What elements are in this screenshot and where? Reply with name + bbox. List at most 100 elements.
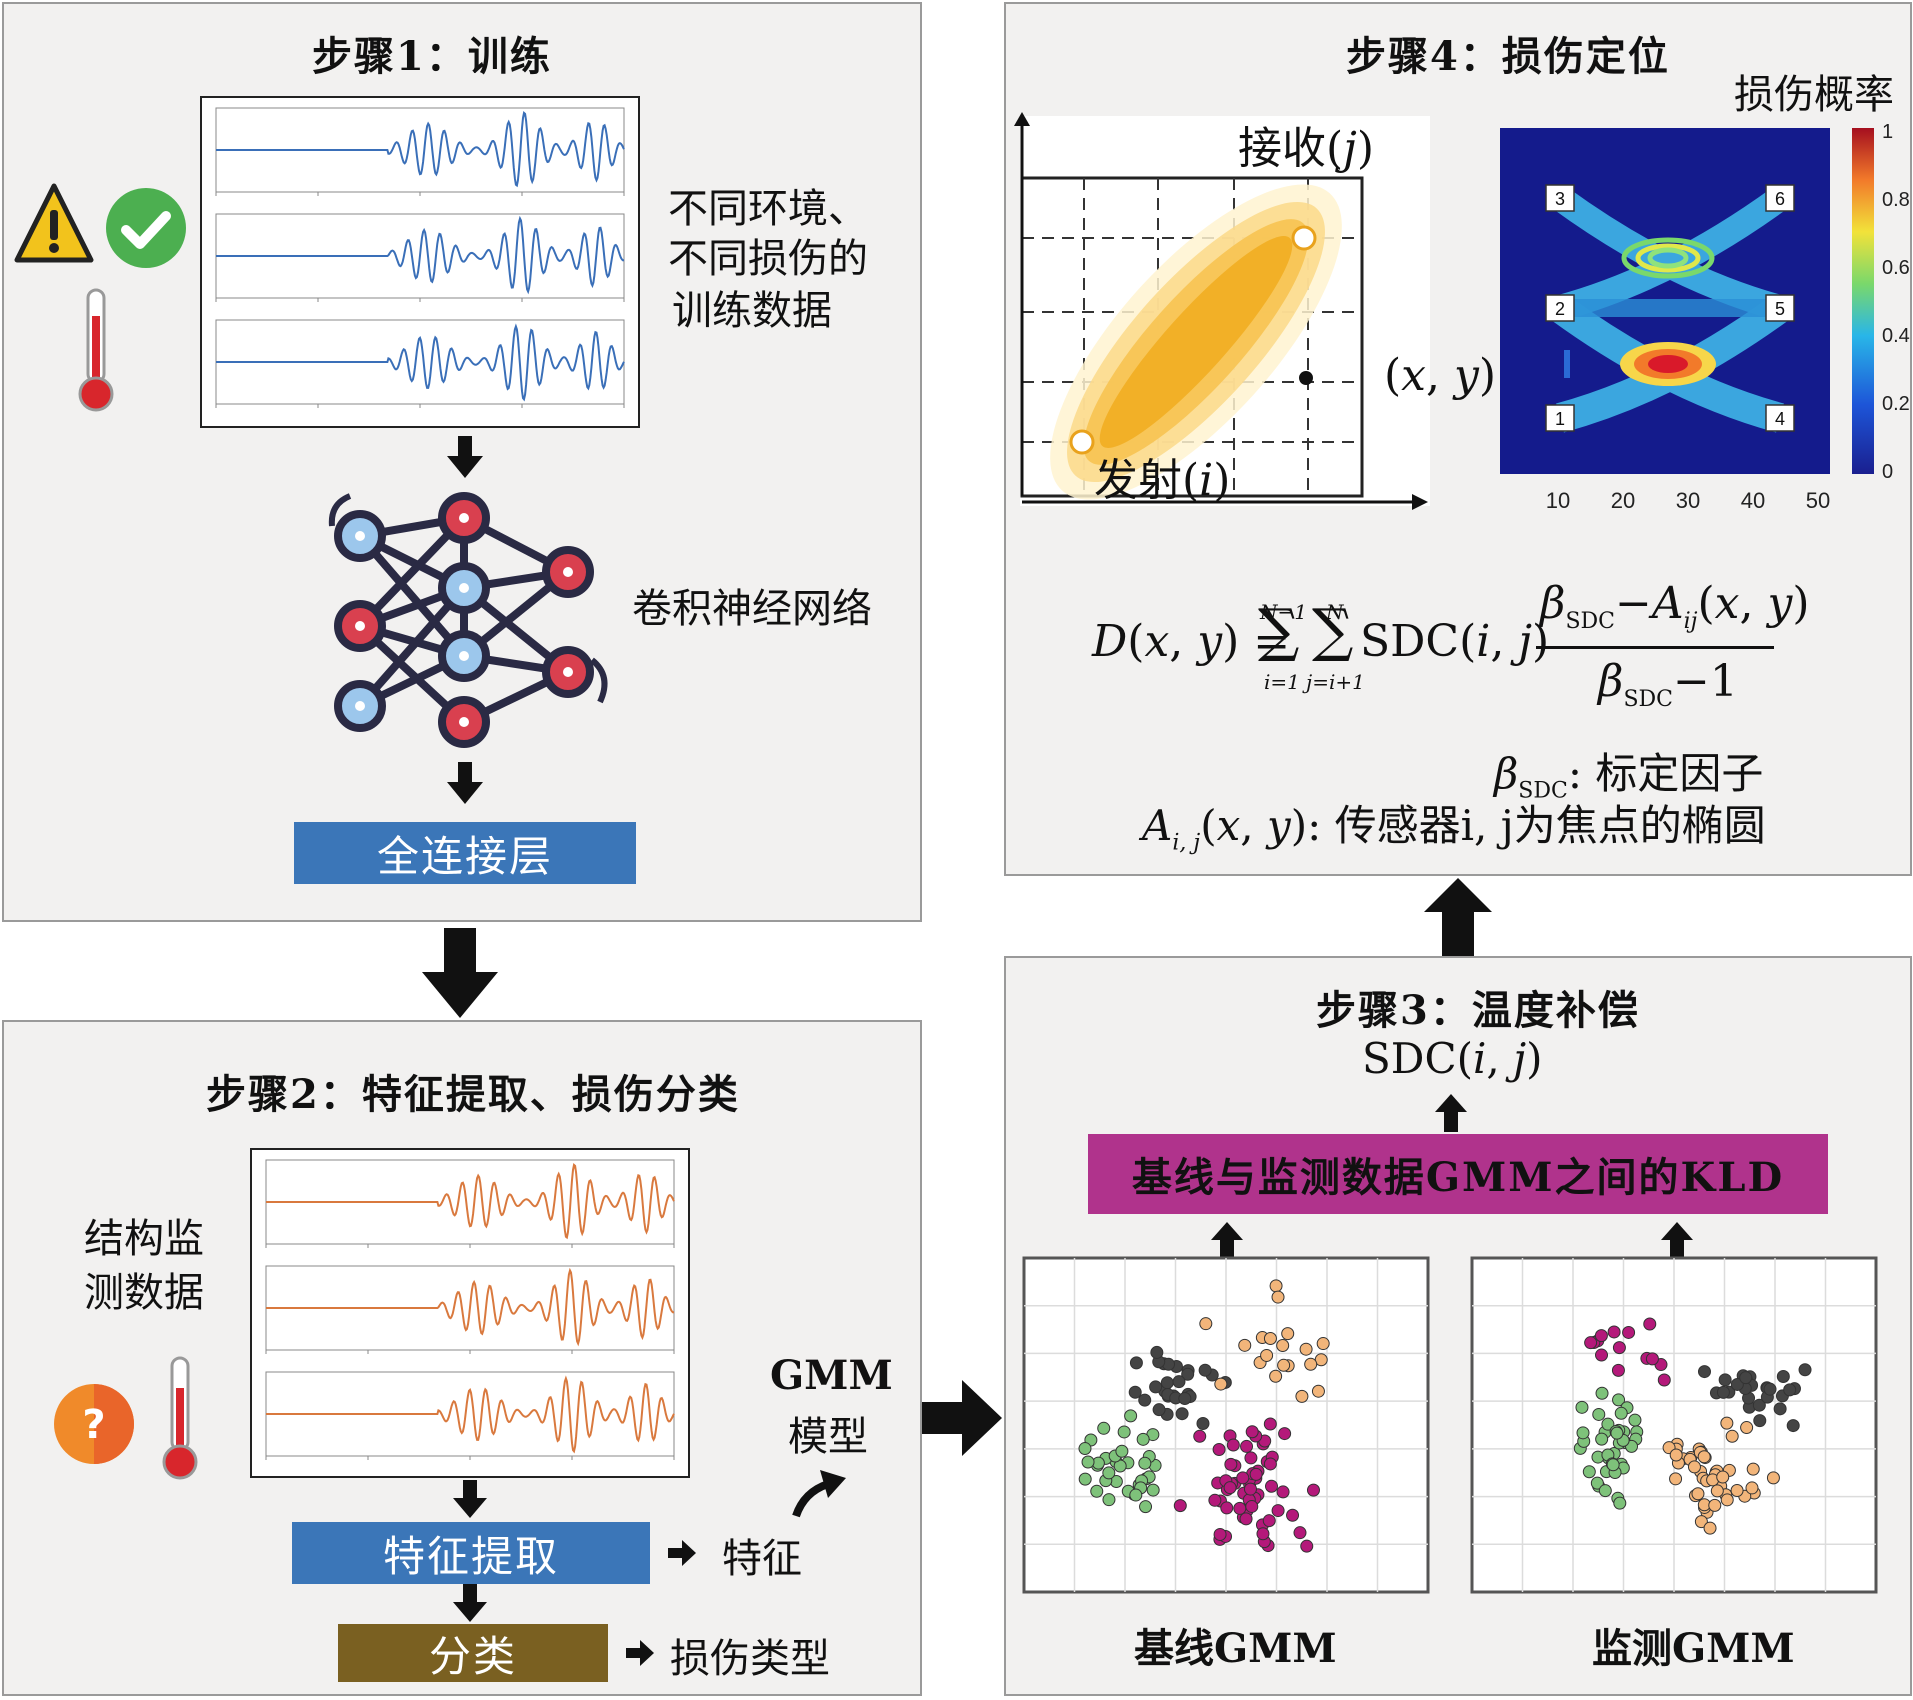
cnn-signal-arc xyxy=(328,493,352,527)
xy-label: (x, y) xyxy=(1384,350,1497,401)
scatter-point xyxy=(1102,1466,1116,1480)
scatter-point xyxy=(1763,1382,1777,1396)
transmitter-sensor xyxy=(1069,429,1095,455)
scatter-point xyxy=(1740,1421,1754,1435)
scatter-point xyxy=(1208,1493,1222,1507)
scatter-point xyxy=(1316,1337,1330,1351)
warning-icon xyxy=(14,183,94,263)
scatter-point xyxy=(1117,1425,1131,1439)
scatter-point xyxy=(1136,1432,1150,1446)
scatter-point xyxy=(1293,1526,1307,1540)
monitor-gmm-scatter xyxy=(1470,1256,1878,1594)
sum1-bottom: i=1 xyxy=(1264,670,1300,694)
gmm-model-label-2: 模型 xyxy=(788,1414,868,1460)
scatter-point xyxy=(1687,1460,1701,1474)
scatter-point xyxy=(1643,1317,1657,1331)
scatter-point xyxy=(1240,1439,1254,1453)
scatter-point xyxy=(1281,1327,1295,1341)
scatter-point xyxy=(1610,1426,1624,1440)
scatter-point xyxy=(1263,1332,1277,1346)
step4-title: 步骤4：损伤定位 xyxy=(1346,33,1670,80)
scatter-point xyxy=(1198,1363,1212,1377)
scatter-point xyxy=(1081,1455,1095,1469)
ellipse-group xyxy=(1050,184,1342,500)
scatter-point xyxy=(1138,1393,1152,1407)
scatter-point xyxy=(1262,1514,1276,1528)
scatter-point xyxy=(1269,1279,1283,1293)
cnn-node-center xyxy=(563,667,573,677)
scatter-point xyxy=(1594,1329,1608,1343)
probability-ellipse xyxy=(1099,236,1293,448)
scatter-point xyxy=(1730,1484,1744,1498)
scatter-point xyxy=(1622,1325,1636,1339)
cnn-node-center xyxy=(355,531,365,541)
step1-title: 步骤1：训练 xyxy=(312,33,552,80)
signal-waveform xyxy=(266,1267,675,1347)
scatter-point xyxy=(1575,1400,1589,1414)
damage-prob-label: 损伤概率 xyxy=(1734,72,1894,118)
arrow-right-icon xyxy=(922,1380,1002,1456)
thermometer-icon xyxy=(162,1356,198,1480)
cnn-node-center xyxy=(459,513,469,523)
sensor-label: 5 xyxy=(1775,299,1785,319)
scatter-point xyxy=(1181,1367,1195,1381)
scatter-point xyxy=(1613,1496,1627,1510)
sensor-box xyxy=(1765,404,1795,432)
training-label-2: 不同损伤的 xyxy=(668,236,868,282)
transmit-label: 发射(i) xyxy=(1094,455,1231,506)
scatter-point xyxy=(1238,1338,1252,1352)
scatter-point xyxy=(1598,1484,1612,1498)
question-icon: ? xyxy=(54,1384,134,1464)
scatter-point xyxy=(1645,1352,1659,1366)
colorbar-fill xyxy=(1852,128,1874,474)
scatter-point xyxy=(1097,1421,1111,1435)
fraction-bar xyxy=(1536,646,1774,649)
y-axis-arrow xyxy=(1014,112,1030,126)
scatter-point xyxy=(1245,1499,1259,1513)
scatter-point xyxy=(1783,1383,1797,1397)
scatter-point xyxy=(1716,1385,1730,1399)
scatter-point xyxy=(1657,1373,1671,1387)
arrow-up-icon xyxy=(1211,1222,1243,1258)
x-axis-arrow xyxy=(1412,494,1428,510)
scatter-point xyxy=(1269,1369,1283,1383)
scatter-point xyxy=(1612,1341,1626,1355)
scatter-point xyxy=(1766,1471,1780,1485)
scatter-point xyxy=(1590,1476,1604,1490)
scatter-point xyxy=(1611,1363,1625,1377)
signal-waveform xyxy=(216,110,625,188)
scatter-point xyxy=(1614,1406,1628,1420)
colorbar-tick: 0.8 xyxy=(1882,189,1910,211)
colorbar-tick: 0.4 xyxy=(1882,325,1910,347)
scatter-point xyxy=(1149,1380,1163,1394)
thermometer-icon xyxy=(78,288,114,412)
scatter-point xyxy=(1260,1348,1274,1362)
receive-label: 接收(j) xyxy=(1238,123,1374,174)
scatter-point xyxy=(1172,1375,1186,1389)
scatter-point xyxy=(1584,1336,1598,1350)
scatter-point xyxy=(1078,1472,1092,1486)
scatter-point xyxy=(1697,1450,1711,1464)
arrow-down-icon xyxy=(447,762,483,804)
sensor-box xyxy=(1765,294,1795,322)
step2-title: 步骤2：特征提取、损伤分类 xyxy=(206,1071,740,1118)
fraction-denominator: βSDC−1 xyxy=(1598,656,1738,712)
sensor-label: 3 xyxy=(1555,189,1565,209)
receiver-sensor xyxy=(1291,225,1317,251)
signal-waveform xyxy=(216,215,625,295)
feature-extract-box: 特征提取 xyxy=(292,1522,650,1584)
scatter-point xyxy=(1595,1386,1609,1400)
scatter-point xyxy=(1244,1451,1258,1465)
scatter-point xyxy=(1263,1457,1277,1471)
scatter-point xyxy=(1746,1462,1760,1476)
scatter-point xyxy=(1595,1432,1609,1446)
damage-type-label: 损伤类型 xyxy=(670,1636,830,1682)
heatmap-contour xyxy=(1621,237,1715,279)
sum2-top: N xyxy=(1326,600,1344,624)
colorbar-tick: 0.2 xyxy=(1882,393,1910,415)
scatter-point xyxy=(1592,1407,1606,1421)
scatter-point xyxy=(1752,1398,1766,1412)
scatter-point xyxy=(1245,1425,1259,1439)
scatter-point xyxy=(1311,1384,1325,1398)
